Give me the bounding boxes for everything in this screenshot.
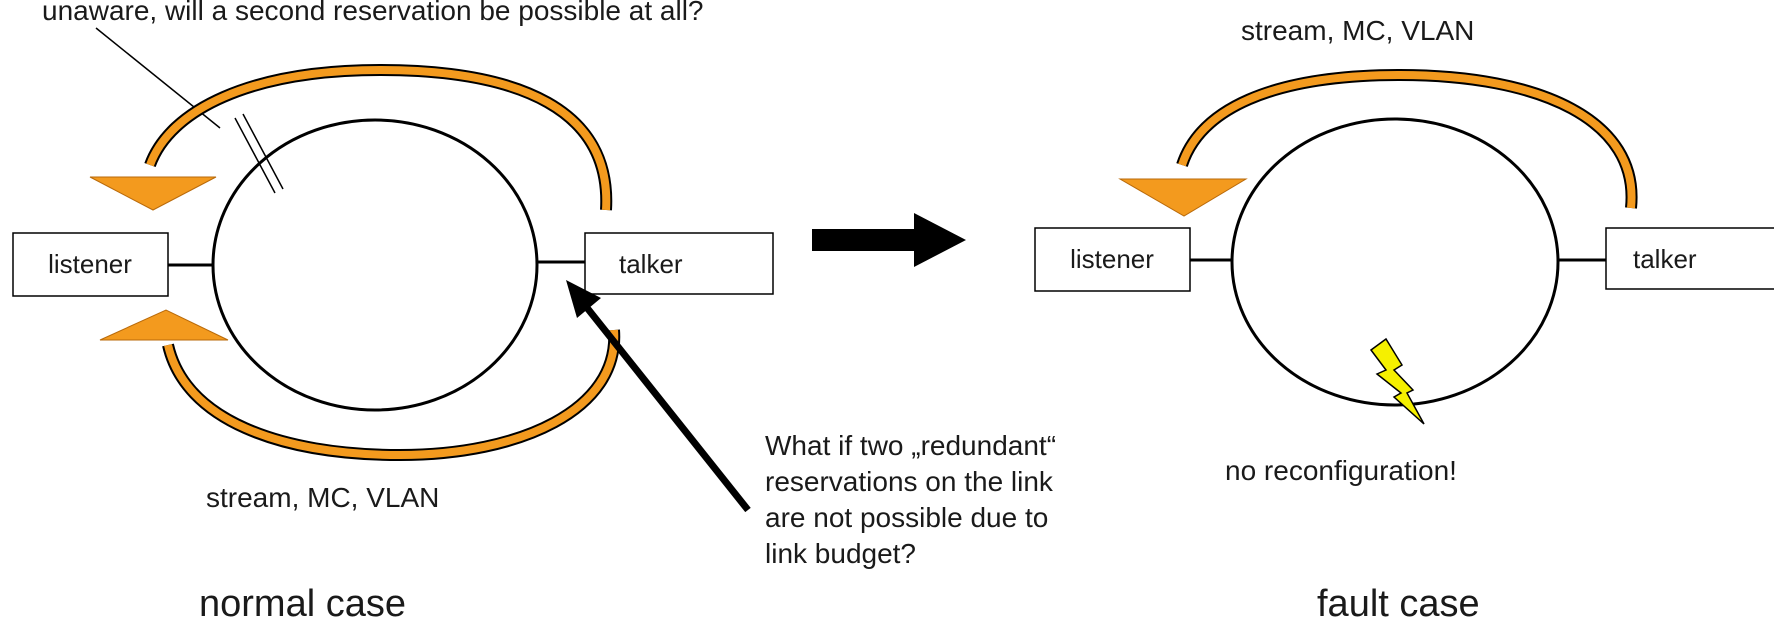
- break-mark-line-b: [242, 113, 284, 190]
- normal-talker-label: talker: [619, 249, 683, 279]
- callout-line-3: are not possible due to: [765, 502, 1048, 533]
- normal-lower-arrowhead: [99, 309, 229, 341]
- callout-line-4: link budget?: [765, 538, 916, 569]
- normal-listener-box: [12, 232, 169, 297]
- normal-listener-label: listener: [48, 249, 132, 279]
- normal-lower-flow-arrow: [99, 309, 621, 462]
- fault-talker-box: [1605, 227, 1774, 290]
- fault-listener-node: listener: [1034, 227, 1191, 292]
- fault-ring: [1230, 117, 1560, 407]
- transition-arrow: [812, 213, 966, 267]
- fault-lightning-icon: [1369, 337, 1425, 425]
- break-mark-line-a: [234, 117, 276, 194]
- normal-flow-label: stream, MC, VLAN: [206, 482, 439, 513]
- callout-pointer-line: [581, 301, 751, 513]
- normal-top-note: unaware, will a second reservation be po…: [42, 0, 704, 26]
- normal-talker-box: [584, 232, 774, 295]
- normal-case-panel: unaware, will a second reservation be po…: [12, 0, 774, 621]
- fault-case-panel: stream, MC, VLAN listener talker no reco…: [1034, 15, 1774, 621]
- callout-line-1: What if two „redundant“: [765, 430, 1056, 461]
- transition-arrow-shaft: [812, 229, 920, 251]
- normal-upper-arrowhead: [89, 176, 217, 211]
- fault-upper-flow-arrow: [1118, 68, 1638, 217]
- link-budget-callout: What if two „redundant“ reservations on …: [566, 280, 1056, 569]
- fault-upper-arrowhead: [1118, 178, 1248, 217]
- callout-line-2: reservations on the link: [765, 466, 1054, 497]
- normal-talker-node: talker: [584, 232, 774, 295]
- fault-talker-node: talker: [1605, 227, 1774, 290]
- normal-ring: [211, 118, 539, 412]
- transition-arrow-head: [914, 213, 966, 267]
- fault-listener-box: [1034, 227, 1191, 292]
- fault-talker-label: talker: [1633, 244, 1697, 274]
- fault-flow-label: stream, MC, VLAN: [1241, 15, 1474, 46]
- normal-case-caption: normal case: [199, 583, 406, 621]
- callout-pointer-head: [566, 280, 601, 318]
- fault-status-note: no reconfiguration!: [1225, 455, 1457, 486]
- normal-upper-flow-arrow: [89, 63, 613, 211]
- normal-listener-node: listener: [12, 232, 169, 297]
- fault-listener-label: listener: [1070, 244, 1154, 274]
- fault-case-caption: fault case: [1317, 583, 1480, 621]
